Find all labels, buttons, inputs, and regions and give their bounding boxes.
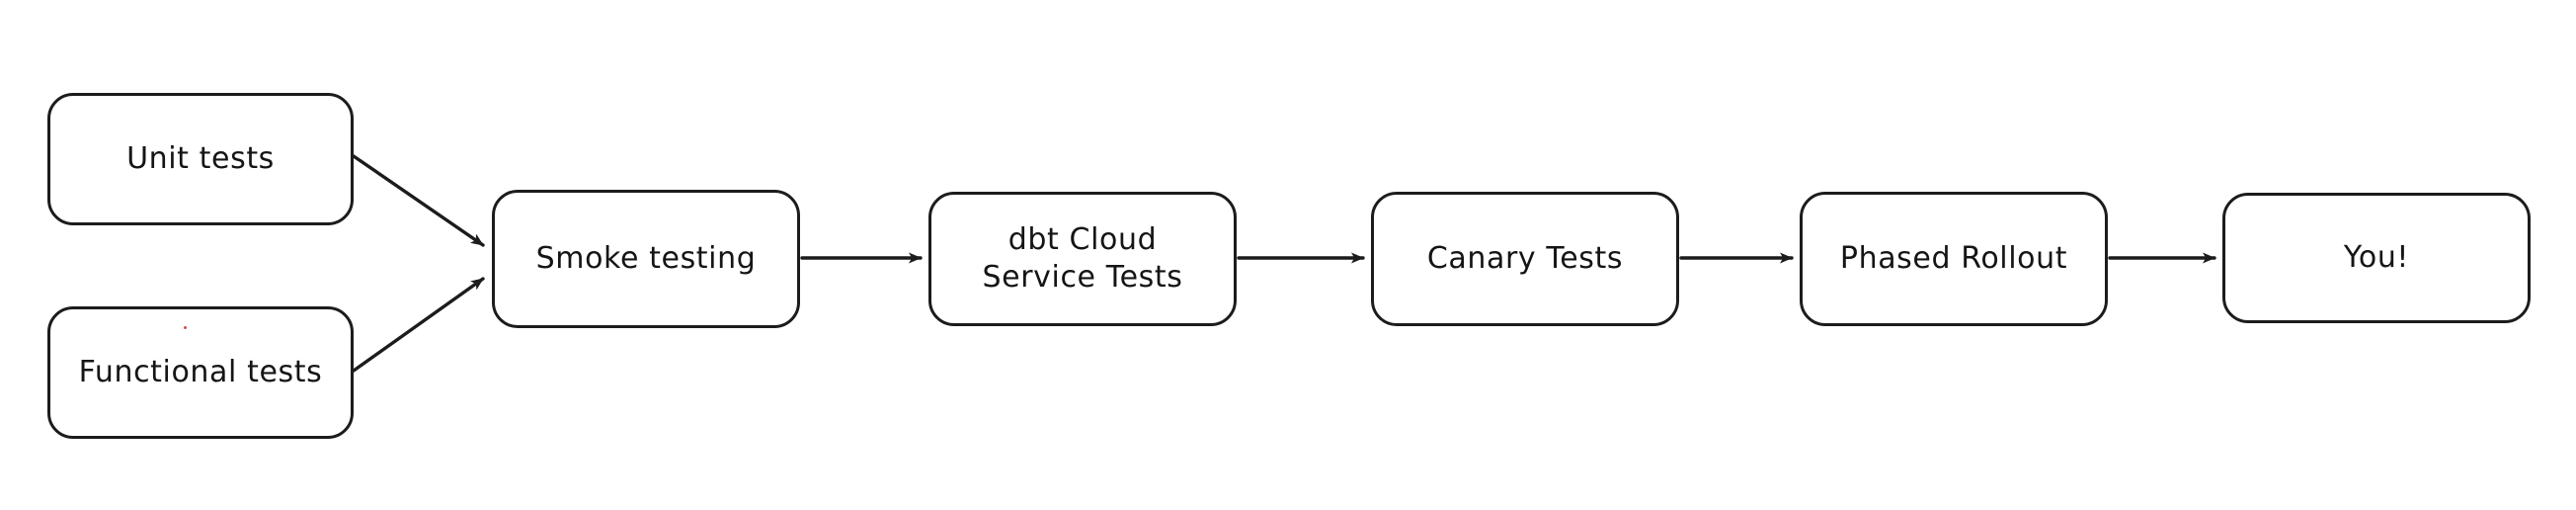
node-functional-tests[interactable]: Functional tests — [47, 306, 354, 439]
node-phased-rollout-label: Phased Rollout — [1839, 240, 2068, 276]
node-canary-tests-label: Canary Tests — [1426, 240, 1624, 276]
node-you-label: You! — [2343, 239, 2410, 275]
stray-speck — [184, 326, 187, 329]
node-dbt-cloud-service-tests[interactable]: dbt Cloud Service Tests — [928, 192, 1237, 326]
edge-unit-to-smoke — [352, 154, 485, 247]
node-canary-tests[interactable]: Canary Tests — [1371, 192, 1679, 326]
node-smoke-testing-label: Smoke testing — [535, 240, 757, 276]
node-you[interactable]: You! — [2222, 193, 2531, 323]
node-unit-tests[interactable]: Unit tests — [47, 93, 354, 225]
node-dbt-cloud-service-tests-label: dbt Cloud Service Tests — [982, 221, 1183, 295]
node-phased-rollout[interactable]: Phased Rollout — [1800, 192, 2108, 326]
node-smoke-testing[interactable]: Smoke testing — [492, 190, 800, 328]
node-unit-tests-label: Unit tests — [126, 140, 275, 176]
edge-functional-to-smoke — [352, 277, 485, 373]
node-functional-tests-label: Functional tests — [78, 354, 323, 389]
